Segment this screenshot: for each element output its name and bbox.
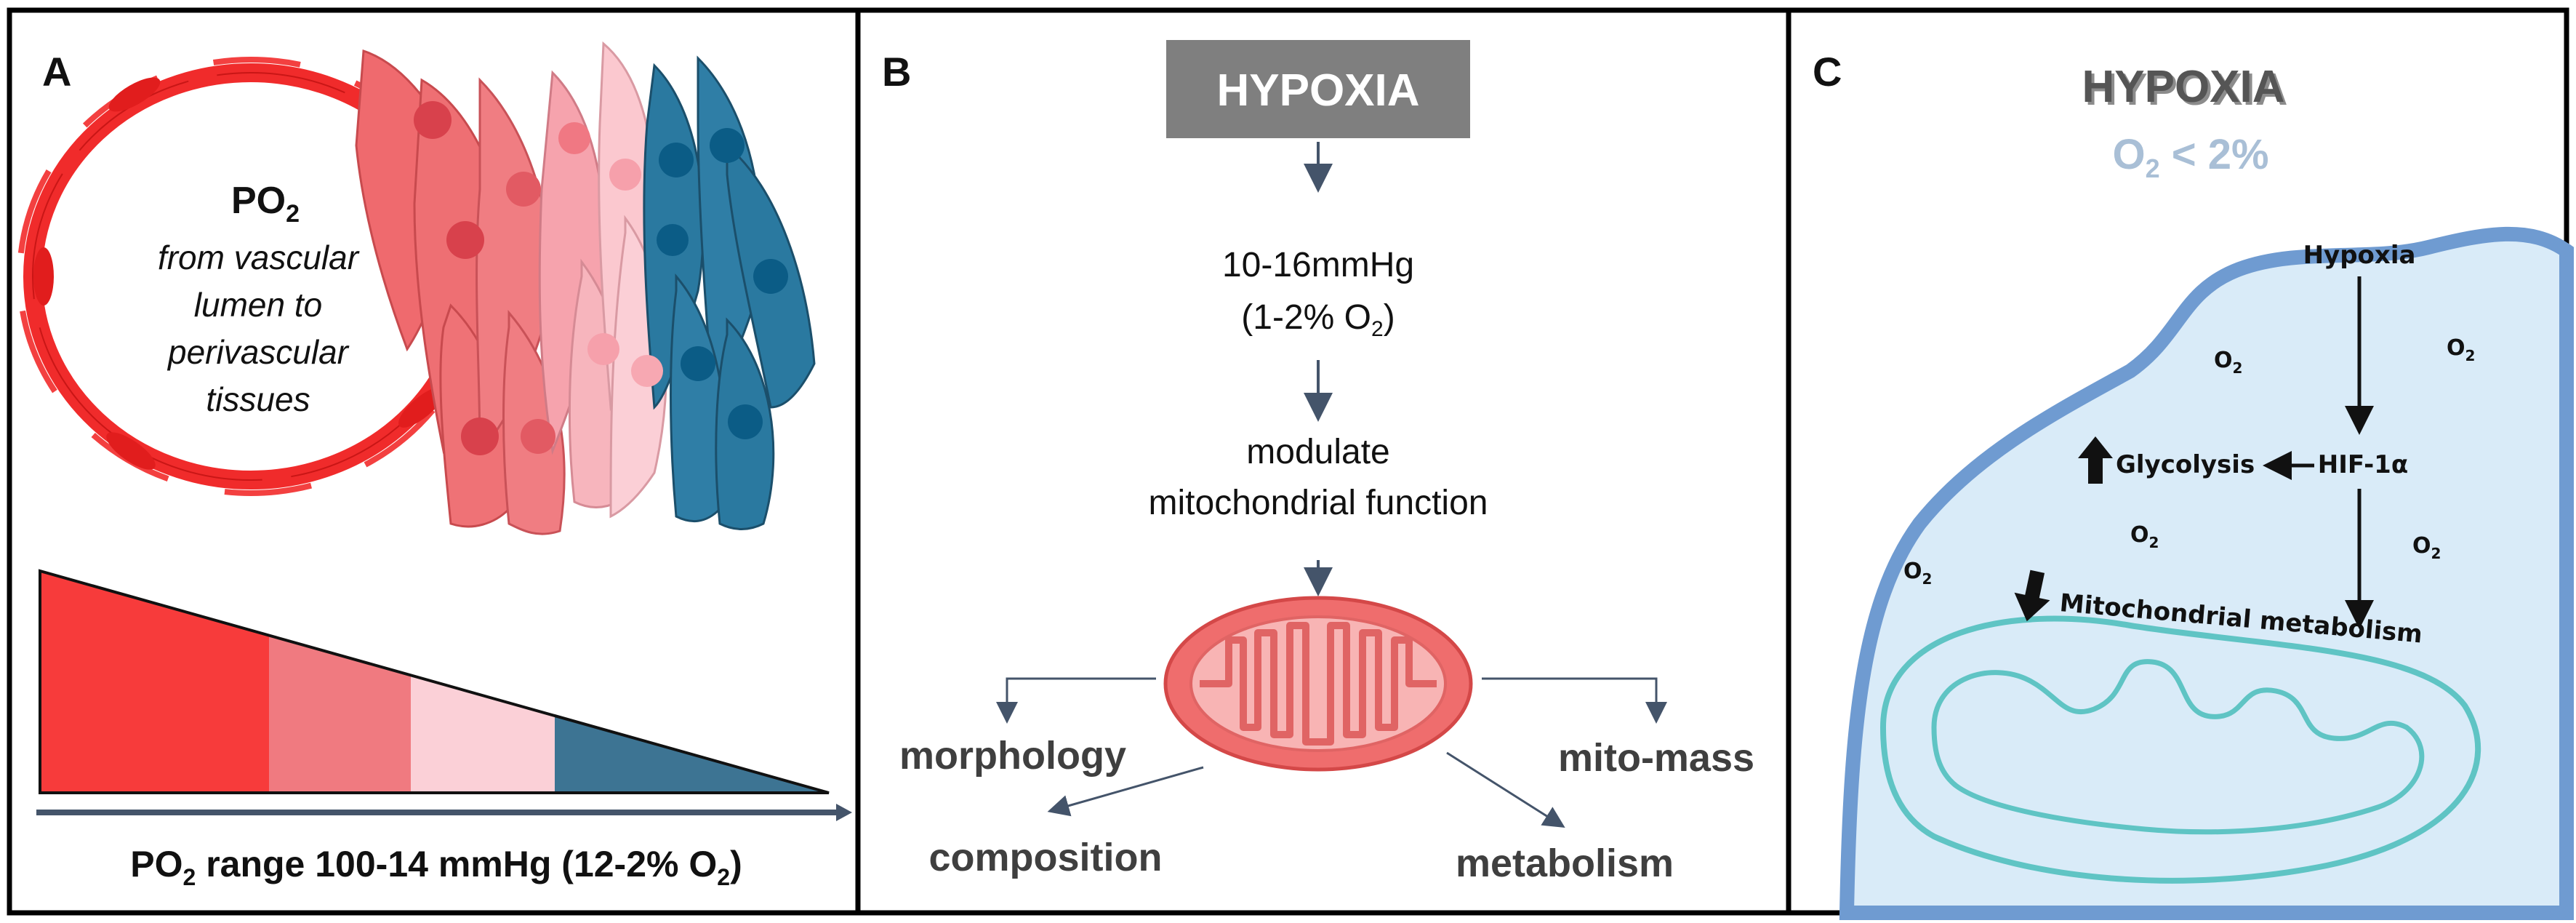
modulate-line-2: mitochondrial function (1149, 484, 1488, 522)
glycolysis-up-arrow (2078, 436, 2113, 484)
o2-marker-2: O2 (2447, 335, 2475, 364)
panel-c-letter: C (1813, 49, 1842, 95)
modulate-line-1: modulate (1246, 433, 1389, 471)
o2-marker-1: O2 (2214, 348, 2242, 377)
hypoxia-label: Hypoxia (2303, 241, 2416, 270)
arrow-to-metabolism (1446, 751, 1565, 828)
perivascular-cells (355, 41, 816, 535)
glycolysis-label: Glycolysis (2116, 450, 2255, 479)
panel-c-title-shadow: HYPOXIA (2085, 65, 2287, 115)
hypoxia-box-label: HYPOXIA (1216, 65, 1419, 116)
panel-c-o2-threshold: O2 < 2% (2112, 131, 2268, 183)
outcome-mito-mass: mito-mass (1558, 736, 1754, 780)
panel-a: A PO2 from vascular lumen to perivascula… (17, 41, 852, 890)
arrow-to-morphology (996, 677, 1156, 724)
panel-b-letter: B (882, 49, 911, 95)
po2-range-arrowhead (836, 804, 852, 821)
arrow-to-mito-mass (1482, 677, 1667, 724)
hif-label: HIF-1α (2318, 450, 2408, 479)
po2-gradient-triangle (39, 569, 830, 794)
panel-b: B HYPOXIA 10-16mmHg (1-2% O2) modulate m… (882, 40, 1754, 885)
o2-marker-5: O2 (1903, 559, 1932, 588)
panel-c-mitochondrion (1879, 615, 2481, 884)
panel-c-title: HYPOXIA (2082, 62, 2284, 112)
arrow-to-composition (1047, 766, 1204, 817)
vessel-desc-line-1: from vascular (158, 239, 360, 276)
outcome-composition: composition (929, 836, 1163, 879)
o2-percent-label: (1-2% O2) (1241, 298, 1395, 341)
vessel-desc-line-4: tissues (206, 380, 310, 418)
vessel-desc-line-3: perivascular (166, 333, 350, 371)
vessel-po2-label: PO2 (231, 180, 300, 228)
po2-range-label: PO2 range 100-14 mmHg (12-2% O2) (130, 844, 742, 890)
outcome-metabolism: metabolism (1456, 842, 1674, 885)
vessel-desc-line-2: lumen to (194, 286, 322, 324)
mito-metabolism-down-arrow (2014, 570, 2050, 622)
hypoxia-box (1166, 40, 1470, 138)
o2-marker-3: O2 (2130, 522, 2159, 551)
outcome-morphology: morphology (899, 734, 1126, 778)
mmhg-label: 10-16mmHg (1222, 246, 1414, 284)
mitochondrion-icon (1163, 596, 1473, 772)
panel-c: C HYPOXIA HYPOXIA O2 < 2% Hypoxia HIF-1α… (1813, 49, 2574, 920)
panel-a-letter: A (42, 49, 71, 95)
o2-marker-4: O2 (2412, 533, 2441, 562)
